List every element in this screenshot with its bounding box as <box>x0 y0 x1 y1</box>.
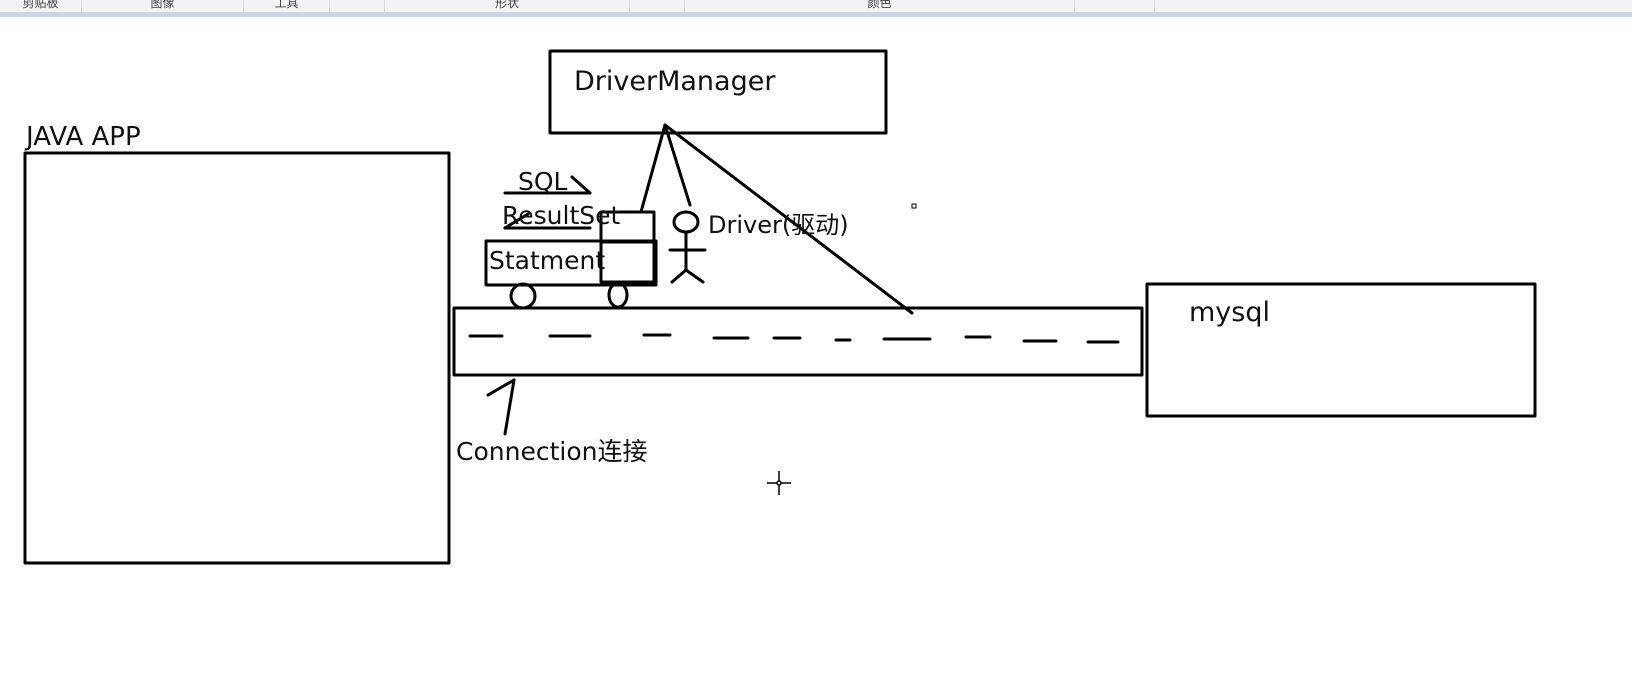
statement-label: Statment <box>489 246 606 275</box>
driver-manager-label: DriverManager <box>574 66 776 97</box>
mysql-label: mysql <box>1189 297 1270 328</box>
driver-stick-figure <box>668 210 707 284</box>
driver-label: Driver(驱动) <box>708 211 849 239</box>
ribbon-group-brushes[interactable] <box>330 0 385 12</box>
crosshair-cursor-icon <box>767 471 791 495</box>
ribbon-group-clipboard[interactable]: 剪贴板 <box>0 0 82 12</box>
driver-manager-box <box>548 49 888 135</box>
statement-cart <box>484 210 658 310</box>
mysql-box <box>1145 282 1537 418</box>
ribbon-group-tools[interactable]: 工具 <box>244 0 330 12</box>
resultset-label: ResultSet <box>502 201 621 230</box>
sql-arrow <box>503 175 592 195</box>
road-dashes <box>468 333 1120 344</box>
ribbon-group-image[interactable]: 图像 <box>82 0 244 12</box>
ribbon-group-colors[interactable]: 颜色 <box>685 0 1075 12</box>
connection-road <box>452 306 1144 377</box>
java-app-box <box>23 151 451 565</box>
ribbon-group-size[interactable] <box>630 0 685 12</box>
driver-manager-links <box>639 123 914 315</box>
stray-dot <box>911 203 917 209</box>
connection-pointer-arrow <box>486 378 516 436</box>
paint-ribbon: 剪贴板 图像 工具 形状 颜色 <box>0 0 1632 17</box>
resultset-arrow <box>503 212 592 230</box>
ribbon-group-shapes[interactable]: 形状 <box>385 0 630 12</box>
connection-label: Connection连接 <box>456 437 648 466</box>
ribbon-group-edit-colors[interactable] <box>1075 0 1155 12</box>
java-app-label: JAVA APP <box>26 122 141 152</box>
sql-label: SQL <box>518 167 568 196</box>
